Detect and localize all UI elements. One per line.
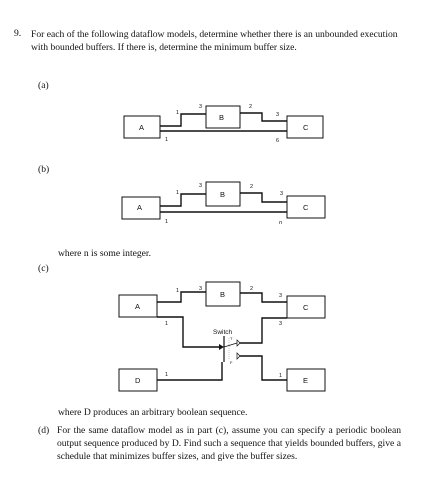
actor-a-box <box>121 196 161 220</box>
rate-a-to-b-in: 3 <box>199 183 202 189</box>
rate-a-to-b-out: 1 <box>176 110 179 116</box>
actor-d-box <box>118 368 158 392</box>
actor-c-box <box>286 295 326 319</box>
actor-c-label: C <box>303 203 309 212</box>
rate-b-to-c-in: 3 <box>276 112 279 118</box>
edge-switch-to-c <box>237 317 287 344</box>
rate-a-to-b-out: 1 <box>176 288 179 294</box>
actor-b-box <box>205 105 241 129</box>
edge-a-to-b <box>157 291 206 303</box>
rate-a-to-c-out: 1 <box>165 137 168 143</box>
actor-e-label: E <box>303 376 308 385</box>
edge-a-to-b <box>160 113 206 127</box>
rate-a-to-b-in: 3 <box>199 286 202 292</box>
rate-b-to-c-out: 2 <box>250 184 253 190</box>
rate-a-to-switch: 1 <box>165 321 168 327</box>
actor-b-box <box>205 281 241 307</box>
switch-label: Switch <box>213 329 233 336</box>
rate-a-to-b-out: 1 <box>176 190 179 196</box>
actor-e-box <box>286 368 326 392</box>
rate-b-to-c-in: 3 <box>280 191 283 197</box>
edge-a-to-switch <box>157 316 219 348</box>
actor-b-box <box>205 181 241 207</box>
rate-a-to-c-in: n <box>279 220 282 226</box>
switch-true-label: T <box>230 336 233 341</box>
actor-c-box <box>286 115 324 139</box>
actor-b-label: B <box>220 190 225 199</box>
part-c-note: where D produces an arbitrary boolean se… <box>58 407 248 418</box>
part-d-label: (d) <box>38 425 50 436</box>
actor-c-label: C <box>303 123 309 132</box>
edge-switch-to-e <box>237 355 287 381</box>
actor-a-box <box>123 115 161 139</box>
part-b-label: (b) <box>38 164 50 175</box>
rate-switch-to-e: 1 <box>279 373 282 379</box>
edge-d-to-switch <box>157 362 223 381</box>
rate-a-to-b-in: 3 <box>199 104 202 110</box>
actor-b-label: B <box>219 113 224 122</box>
rate-a-to-c-out: 1 <box>165 219 168 225</box>
problem-number: 9. <box>14 28 22 39</box>
edge-a-to-b <box>160 193 206 207</box>
actor-c-box <box>286 195 326 219</box>
actor-d-label: D <box>135 376 141 385</box>
switch-false-label: F <box>230 360 233 365</box>
switch-actor <box>219 336 241 362</box>
edge-b-to-c <box>240 192 287 203</box>
part-c-label: (c) <box>38 263 49 274</box>
rate-switch-to-c: 3 <box>279 321 282 327</box>
rate-b-to-c-out: 2 <box>249 104 252 110</box>
rate-b-to-c-in: 3 <box>279 293 282 299</box>
rate-b-to-c-out: 2 <box>250 286 253 292</box>
rate-d-to-switch: 1 <box>165 372 168 378</box>
actor-a-label: A <box>139 123 144 132</box>
edge-b-to-c <box>240 112 287 122</box>
actor-b-label: B <box>220 290 225 299</box>
actor-c-label: C <box>303 303 309 312</box>
part-a-label: (a) <box>38 80 49 91</box>
edge-b-to-c <box>240 292 287 303</box>
part-d-text: For the same dataflow model as in part (… <box>57 425 401 463</box>
actor-a-label: A <box>135 302 140 311</box>
problem-text: For each of the following dataflow model… <box>31 29 398 54</box>
rate-a-to-c-in: 6 <box>276 138 279 144</box>
actor-a-label: A <box>137 203 142 212</box>
part-b-note: where n is some integer. <box>58 248 151 259</box>
actor-a-box <box>118 294 158 318</box>
